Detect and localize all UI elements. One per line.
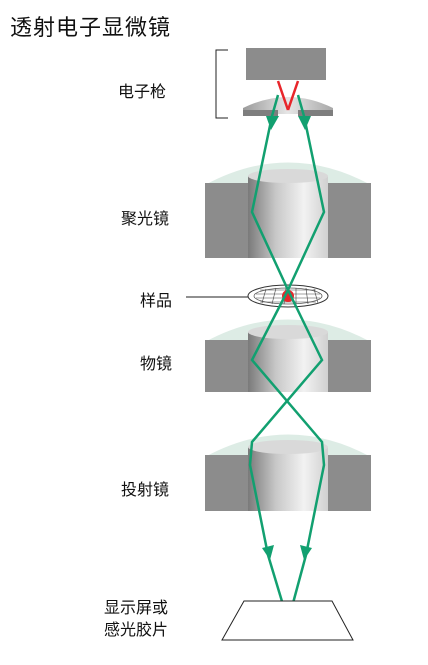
label-objective-lens: 物镜 — [140, 354, 173, 373]
label-screen-line1: 显示屏或 — [104, 598, 169, 617]
label-sample: 样品 — [140, 291, 173, 310]
gun-bracket — [215, 49, 228, 119]
condenser-lens — [205, 162, 371, 258]
label-condenser-lens: 聚光镜 — [121, 209, 170, 228]
beam-arrowheads — [262, 116, 312, 560]
arrow-down-right-top — [298, 116, 311, 130]
label-electron-gun: 电子枪 — [118, 82, 167, 101]
electron-beam — [248, 94, 326, 619]
objective-lens — [205, 319, 371, 392]
arrow-down-right-bottom — [300, 545, 312, 560]
diagram-title: 透射电子显微镜 — [10, 16, 172, 41]
sample-grid — [186, 284, 329, 308]
label-screen: 显示屏或 感光胶片 — [104, 597, 168, 641]
gun-filament-block — [246, 48, 326, 80]
label-projector-lens: 投射镜 — [121, 480, 170, 499]
electron-source-rays — [276, 80, 300, 111]
gun-anode — [243, 97, 333, 116]
arrow-down-left-top — [266, 116, 279, 130]
screen-plate — [221, 600, 354, 641]
arrow-down-left-bottom — [262, 545, 274, 560]
label-screen-line2: 感光胶片 — [104, 620, 169, 639]
projector-lens — [205, 434, 371, 511]
